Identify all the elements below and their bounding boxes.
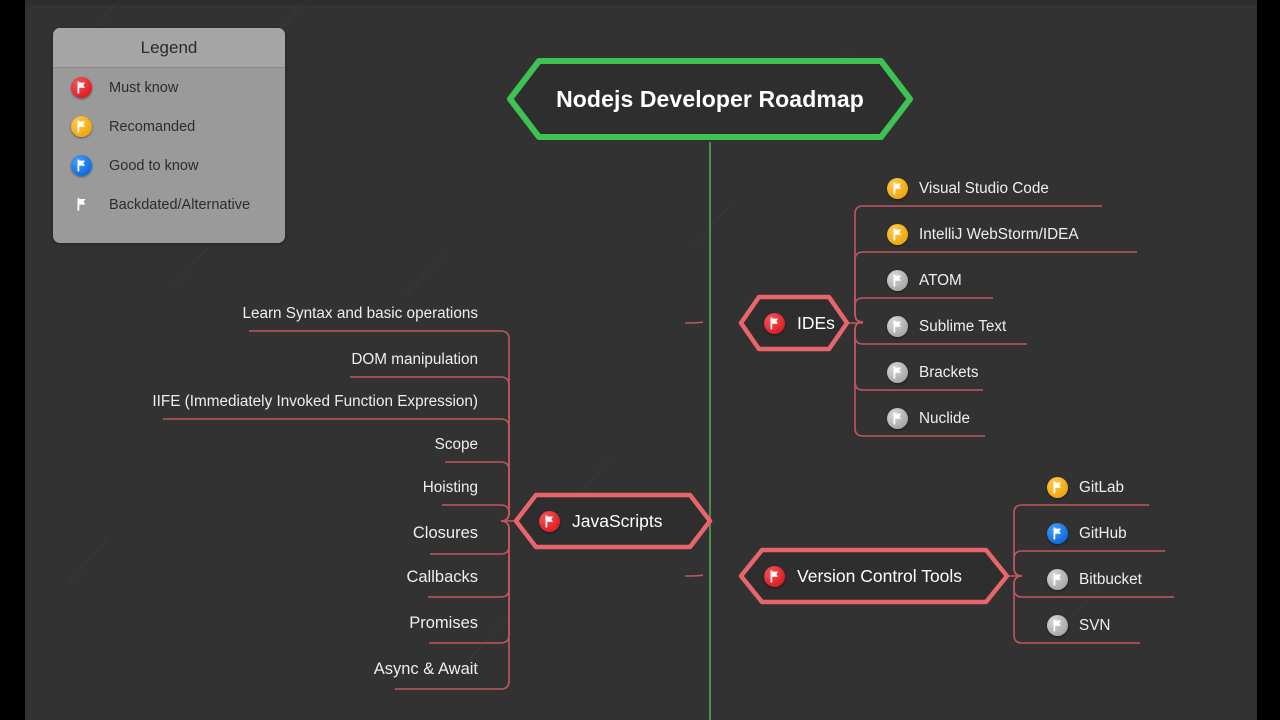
leaf-label: Visual Studio Code	[919, 179, 1049, 197]
leaf-label: Sublime Text	[919, 317, 1007, 335]
leaf-label: Nuclide	[919, 409, 971, 427]
legend-item-backdated-alternative: Backdated/Alternative	[53, 185, 285, 224]
orange-flag-icon	[887, 178, 908, 199]
leaf-gitlab[interactable]: GitLab	[1047, 477, 1124, 498]
blue-flag-icon	[71, 155, 92, 176]
leaf-label: Async & Await	[373, 660, 478, 678]
leaf-label: Hoisting	[422, 479, 478, 496]
white-flag-icon	[887, 270, 908, 291]
white-flag-icon	[887, 316, 908, 337]
texture-streak	[406, 251, 446, 295]
red-flag-icon	[71, 77, 92, 98]
leaf-visual-studio-code[interactable]: Visual Studio Code	[887, 178, 1049, 199]
leaf-scope[interactable]: Scope	[25, 436, 478, 454]
orange-flag-icon	[887, 224, 908, 245]
leaf-github[interactable]: GitHub	[1047, 523, 1127, 544]
legend-item-label: Backdated/Alternative	[109, 196, 251, 213]
leaf-brackets[interactable]: Brackets	[887, 362, 979, 383]
white-flag-icon	[887, 408, 908, 429]
leaf-svn[interactable]: SVN	[1047, 615, 1110, 636]
root-node-shape	[505, 56, 915, 142]
texture-streak	[694, 201, 734, 245]
legend-item-label: Must know	[109, 79, 179, 96]
white-flag-icon	[1047, 615, 1068, 636]
leaf-async-await[interactable]: Async & Await	[25, 660, 478, 679]
leaf-label: ATOM	[919, 271, 962, 289]
white-flag-icon	[887, 362, 908, 383]
branch-node-version-control-tools[interactable]: Version Control Tools	[738, 547, 1010, 605]
root-node-label: Nodejs Developer Roadmap	[556, 85, 864, 112]
branch-node-javascripts[interactable]: JavaScripts	[513, 492, 713, 550]
leaf-label: Brackets	[919, 363, 979, 381]
root-node[interactable]: Nodejs Developer Roadmap	[505, 56, 915, 142]
leaf-dom-manipulation[interactable]: DOM manipulation	[25, 351, 478, 369]
blue-flag-icon	[1047, 523, 1068, 544]
red-flag-icon	[764, 565, 785, 587]
branch-node-ides[interactable]: IDEs	[738, 294, 850, 352]
branch-node-label: Version Control Tools	[797, 565, 963, 586]
legend-title: Legend	[53, 28, 285, 68]
legend-item-label: Good to know	[109, 157, 199, 174]
orange-flag-icon	[71, 116, 92, 137]
white-flag-icon	[71, 194, 92, 215]
legend-panel: Legend Must know Recomanded	[53, 28, 285, 243]
leaf-sublime-text[interactable]: Sublime Text	[887, 316, 1006, 337]
mindmap-canvas[interactable]: Legend Must know Recomanded	[25, 0, 1257, 720]
leaf-bitbucket[interactable]: Bitbucket	[1047, 569, 1142, 590]
legend-item-recomanded: Recomanded	[53, 107, 285, 146]
leaf-atom[interactable]: ATOM	[887, 270, 962, 291]
leaf-label: GitLab	[1079, 478, 1125, 496]
leaf-label: Promises	[409, 614, 478, 632]
orange-flag-icon	[1047, 477, 1068, 498]
legend-item-must-know: Must know	[53, 68, 285, 107]
texture-streak	[174, 241, 214, 285]
leaf-closures[interactable]: Closures	[25, 524, 478, 543]
top-strip	[25, 0, 1257, 5]
leaf-label: SVN	[1079, 616, 1111, 634]
leaf-callbacks[interactable]: Callbacks	[25, 568, 478, 587]
leaf-nuclide[interactable]: Nuclide	[887, 408, 970, 429]
red-flag-icon	[764, 312, 785, 334]
branch-node-label: IDEs	[797, 312, 835, 333]
branch-node-shape	[513, 492, 713, 550]
legend-item-label: Recomanded	[109, 118, 196, 135]
red-flag-icon	[539, 510, 560, 532]
leaf-label: IIFE (Immediately Invoked Function Expre…	[152, 393, 478, 410]
legend-item-good-to-know: Good to know	[53, 146, 285, 185]
leaf-label: DOM manipulation	[351, 351, 478, 368]
leaf-label: Learn Syntax and basic operations	[242, 305, 478, 322]
leaf-label: IntelliJ WebStorm/IDEA	[919, 225, 1079, 243]
branch-node-label: JavaScripts	[572, 510, 663, 531]
leaf-label: GitHub	[1079, 524, 1127, 542]
branch-node-shape	[738, 547, 1010, 605]
leaf-learn-syntax-and-basic-operations[interactable]: Learn Syntax and basic operations	[25, 305, 478, 323]
leaf-label: Scope	[434, 436, 478, 453]
leaf-label: Callbacks	[406, 568, 478, 586]
branch-node-shape	[738, 294, 850, 352]
trunk-line	[709, 142, 711, 720]
leaf-iife[interactable]: IIFE (Immediately Invoked Function Expre…	[25, 393, 478, 411]
leaf-promises[interactable]: Promises	[25, 614, 478, 633]
leaf-label: Closures	[412, 524, 478, 542]
leaf-intellij-webstorm-idea[interactable]: IntelliJ WebStorm/IDEA	[887, 224, 1079, 245]
leaf-label: Bitbucket	[1079, 570, 1142, 588]
white-flag-icon	[1047, 569, 1068, 590]
leaf-hoisting[interactable]: Hoisting	[25, 479, 478, 497]
